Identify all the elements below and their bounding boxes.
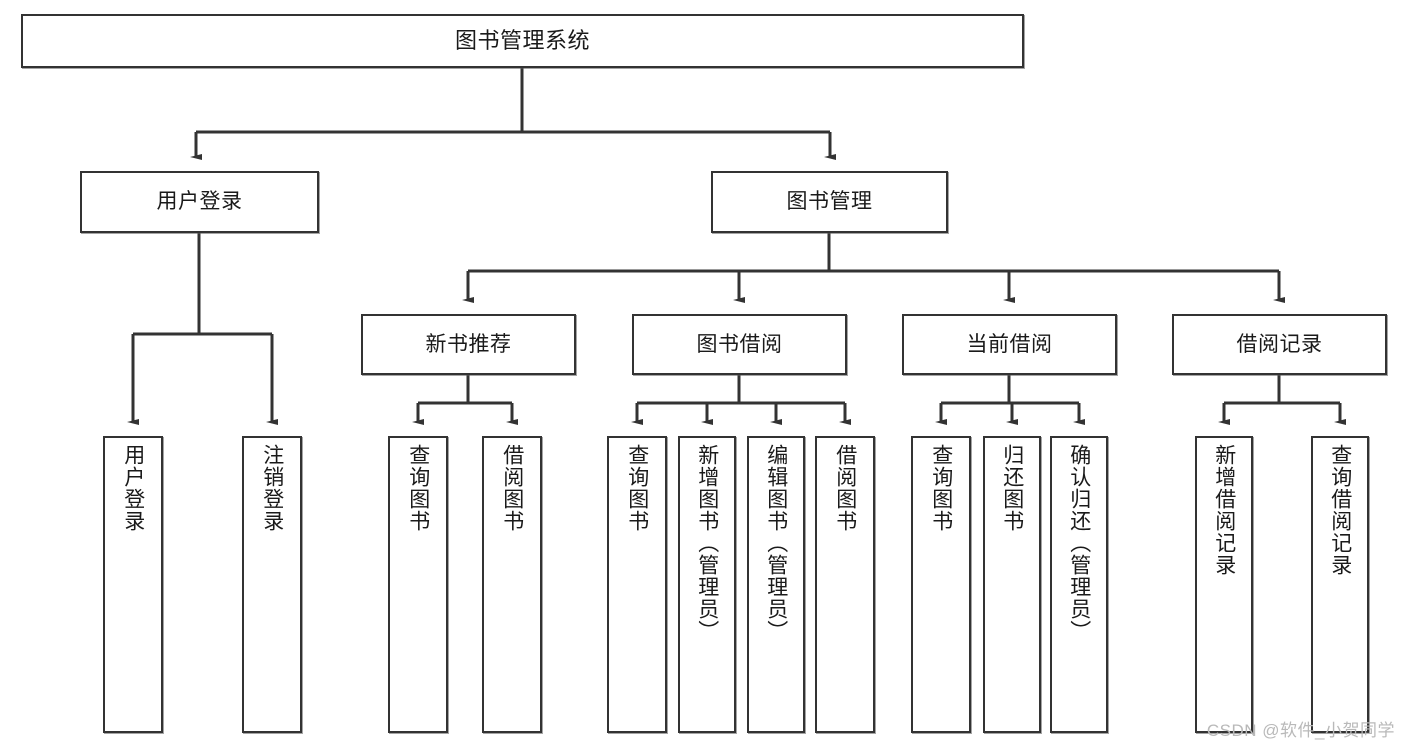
node-label: 图书管理系统 — [454, 27, 590, 53]
leaf-label: 查询图书 — [929, 444, 953, 532]
leaf-borrow-edit-book-admin[interactable]: 编辑图书（管理员） — [747, 436, 805, 733]
leaf-label: 编辑图书（管理员） — [764, 444, 788, 642]
node-book-management[interactable]: 图书管理 — [711, 171, 948, 233]
leaf-borrow-add-book-admin[interactable]: 新增图书（管理员） — [678, 436, 736, 733]
node-label: 图书借阅 — [696, 332, 783, 356]
leaf-borrow-query-book[interactable]: 查询图书 — [607, 436, 667, 733]
leaf-borrow-borrow-book[interactable]: 借阅图书 — [815, 436, 875, 733]
leaf-label: 注销登录 — [260, 444, 284, 532]
leaf-label: 借阅图书 — [500, 444, 524, 532]
leaf-record-add-borrow-record[interactable]: 新增借阅记录 — [1195, 436, 1253, 733]
leaf-label: 查询图书 — [625, 444, 649, 532]
node-book-borrow[interactable]: 图书借阅 — [632, 314, 847, 375]
leaf-label: 新增图书（管理员） — [695, 444, 719, 642]
leaf-rec-query-book[interactable]: 查询图书 — [388, 436, 448, 733]
leaf-label: 查询借阅记录 — [1328, 444, 1352, 576]
leaf-current-confirm-return-admin[interactable]: 确认归还（管理员） — [1050, 436, 1108, 733]
node-label: 借阅记录 — [1236, 332, 1323, 356]
leaf-label: 归还图书 — [1000, 444, 1024, 532]
node-label: 用户登录 — [156, 190, 243, 214]
leaf-rec-borrow-book[interactable]: 借阅图书 — [482, 436, 542, 733]
node-borrow-record[interactable]: 借阅记录 — [1172, 314, 1387, 375]
node-label: 当前借阅 — [966, 332, 1053, 356]
node-new-book-recommend[interactable]: 新书推荐 — [361, 314, 576, 375]
node-label: 新书推荐 — [425, 332, 512, 356]
watermark-text: CSDN @软件_小贺同学 — [1206, 721, 1395, 740]
leaf-current-query-book[interactable]: 查询图书 — [911, 436, 971, 733]
node-root-system[interactable]: 图书管理系统 — [21, 14, 1024, 68]
node-current-borrow[interactable]: 当前借阅 — [902, 314, 1117, 375]
leaf-user-login[interactable]: 用户登录 — [103, 436, 163, 733]
leaf-current-return-book[interactable]: 归还图书 — [983, 436, 1041, 733]
leaf-label: 查询图书 — [406, 444, 430, 532]
node-user-login[interactable]: 用户登录 — [80, 171, 319, 233]
leaf-record-query-borrow-record[interactable]: 查询借阅记录 — [1311, 436, 1369, 733]
leaf-label: 确认归还（管理员） — [1067, 444, 1091, 642]
leaf-logout[interactable]: 注销登录 — [242, 436, 302, 733]
leaf-label: 借阅图书 — [833, 444, 857, 532]
leaf-label: 用户登录 — [121, 444, 145, 532]
leaf-label: 新增借阅记录 — [1212, 444, 1236, 576]
node-label: 图书管理 — [786, 190, 873, 214]
